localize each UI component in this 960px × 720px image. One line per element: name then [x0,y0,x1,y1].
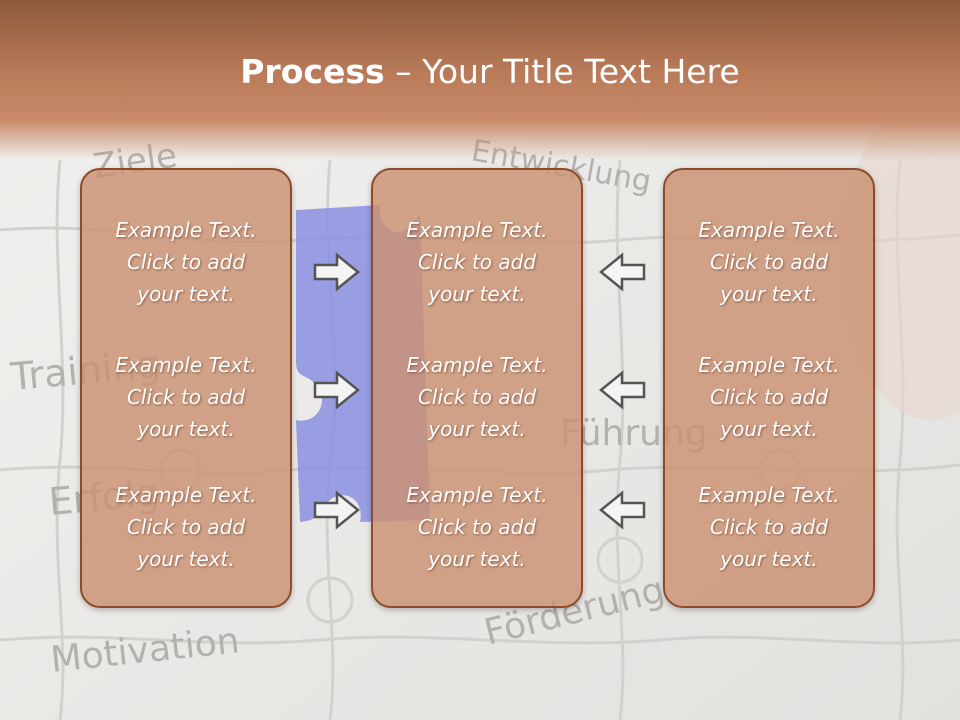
left-arrow-icon [599,252,646,292]
text-item[interactable]: Example Text. Click to add your text. [698,483,840,571]
text-item[interactable]: Example Text. Click to add your text. [698,353,840,441]
text-box-left[interactable]: Example Text. Click to add your text. Ex… [80,168,292,608]
text-item[interactable]: Example Text. Click to add your text. [115,483,257,571]
right-arrow-icon [313,370,360,410]
text-item[interactable]: Example Text. Click to add your text. [406,353,548,441]
text-item[interactable]: Example Text. Click to add your text. [406,483,548,571]
slide-title[interactable]: Process – Your Title Text Here [0,52,960,91]
text-item[interactable]: Example Text. Click to add your text. [115,353,257,441]
text-box-center[interactable]: Example Text. Click to add your text. Ex… [371,168,583,608]
text-item[interactable]: Example Text. Click to add your text. [406,218,548,306]
text-item[interactable]: Example Text. Click to add your text. [115,218,257,306]
title-rest: – Your Title Text Here [384,52,740,91]
text-box-right[interactable]: Example Text. Click to add your text. Ex… [663,168,875,608]
left-arrow-icon [599,490,646,530]
text-item[interactable]: Example Text. Click to add your text. [698,218,840,306]
left-arrow-icon [599,370,646,410]
title-bar [0,0,960,160]
right-arrow-icon [313,252,360,292]
title-bold: Process [240,52,385,91]
right-arrow-icon [313,490,360,530]
